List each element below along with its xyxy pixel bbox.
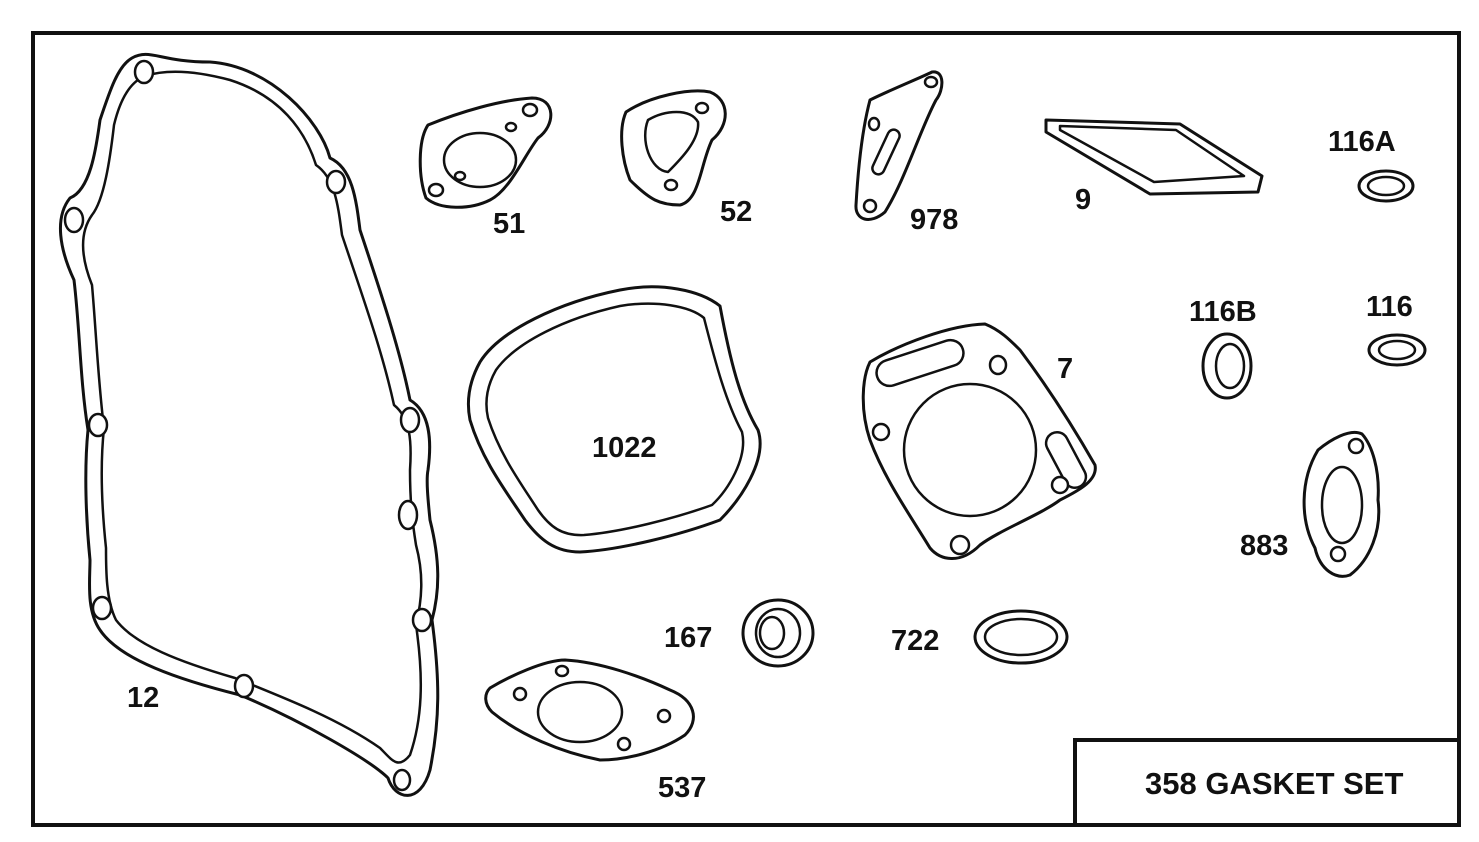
part-label-9: 9 bbox=[1075, 184, 1091, 216]
gasket-51 bbox=[418, 96, 553, 209]
gasket-7 bbox=[861, 322, 1097, 560]
part-label-116a: 116A bbox=[1328, 126, 1396, 158]
part-label-883: 883 bbox=[1240, 530, 1288, 562]
gasket-9 bbox=[1044, 118, 1264, 196]
gasket-1022 bbox=[466, 285, 762, 554]
gasket-722 bbox=[973, 609, 1069, 665]
gasket-12 bbox=[58, 52, 440, 797]
part-label-7: 7 bbox=[1057, 353, 1073, 385]
gasket-116 bbox=[1367, 333, 1427, 367]
gasket-116a bbox=[1357, 169, 1415, 203]
gasket-883 bbox=[1302, 431, 1381, 578]
diagram-frame bbox=[31, 31, 1461, 827]
part-label-167: 167 bbox=[664, 622, 712, 654]
gasket-116b bbox=[1201, 332, 1253, 400]
part-label-12: 12 bbox=[127, 682, 159, 714]
part-label-116: 116 bbox=[1366, 291, 1413, 323]
gasket-set-title: 358 GASKET SET bbox=[1145, 766, 1403, 801]
gasket-52 bbox=[620, 89, 727, 207]
part-label-116b: 116B bbox=[1189, 296, 1257, 328]
part-label-52: 52 bbox=[720, 196, 752, 228]
title-box: 358 GASKET SET bbox=[1073, 738, 1461, 827]
part-label-722: 722 bbox=[891, 625, 939, 657]
part-label-1022: 1022 bbox=[592, 432, 657, 464]
part-label-978: 978 bbox=[910, 204, 958, 236]
part-label-51: 51 bbox=[493, 208, 525, 240]
gasket-167 bbox=[741, 598, 815, 668]
gasket-537 bbox=[484, 658, 695, 762]
part-label-537: 537 bbox=[658, 772, 706, 804]
gasket-978 bbox=[854, 70, 944, 221]
